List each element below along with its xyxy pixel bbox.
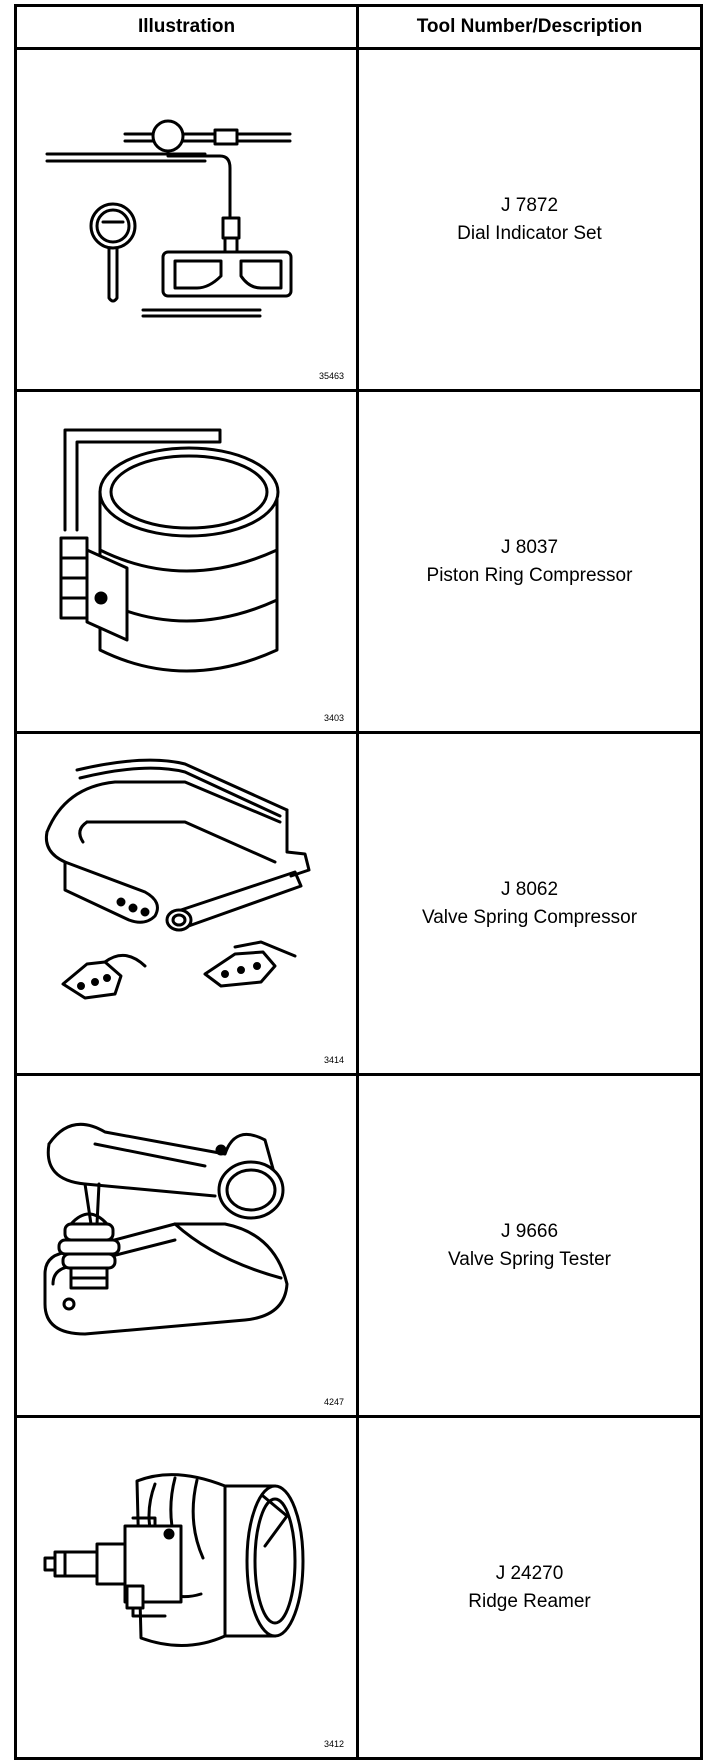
tool-name: Piston Ring Compressor bbox=[426, 564, 633, 586]
table-row: 4247 J 9666 Valve Spring Tester bbox=[14, 1073, 703, 1418]
figure-number: 3403 bbox=[323, 713, 344, 723]
table-row: 3412 J 24270 Ridge Reamer bbox=[14, 1415, 703, 1760]
table-row: 35463 J 7872 Dial Indicator Set bbox=[14, 47, 703, 392]
description-cell: J 8062 Valve Spring Compressor bbox=[356, 731, 703, 1076]
description-cell: J 9666 Valve Spring Tester bbox=[356, 1073, 703, 1418]
figure-number: 35463 bbox=[318, 371, 344, 381]
illustration-cell: 4247 bbox=[14, 1073, 359, 1418]
tool-name: Valve Spring Compressor bbox=[421, 906, 638, 928]
table-row: 3403 J 8037 Piston Ring Compressor bbox=[14, 389, 703, 734]
table-header-row: Illustration Tool Number/Description bbox=[14, 4, 703, 50]
dial-indicator-set-icon bbox=[45, 119, 293, 318]
tool-name: Valve Spring Tester bbox=[448, 1248, 611, 1270]
tool-table: Illustration Tool Number/Description bbox=[14, 4, 703, 1760]
description-cell: J 8037 Piston Ring Compressor bbox=[356, 389, 703, 734]
description-cell: J 24270 Ridge Reamer bbox=[356, 1415, 703, 1760]
figure-number: 3412 bbox=[323, 1739, 344, 1749]
figure-number: 4247 bbox=[323, 1397, 344, 1407]
tool-number: J 7872 bbox=[500, 194, 559, 216]
illustration-header: Illustration bbox=[14, 4, 359, 50]
illustration-cell: 3414 bbox=[14, 731, 359, 1076]
piston-ring-compressor-icon bbox=[59, 428, 280, 673]
illustration-cell: 35463 bbox=[14, 47, 359, 392]
ridge-reamer-icon bbox=[43, 1473, 305, 1647]
illustration-cell: 3412 bbox=[14, 1415, 359, 1760]
figure-number: 3414 bbox=[323, 1055, 344, 1065]
valve-spring-tester-icon bbox=[43, 1122, 289, 1336]
tool-name: Dial Indicator Set bbox=[457, 222, 602, 244]
tool-number: J 8037 bbox=[500, 536, 559, 558]
illustration-cell: 3403 bbox=[14, 389, 359, 734]
tool-name: Ridge Reamer bbox=[468, 1590, 591, 1612]
valve-spring-compressor-icon bbox=[44, 758, 311, 1000]
tool-number: J 9666 bbox=[500, 1220, 559, 1242]
description-cell: J 7872 Dial Indicator Set bbox=[356, 47, 703, 392]
tool-number: J 24270 bbox=[495, 1562, 564, 1584]
tool-number-description-header: Tool Number/Description bbox=[356, 4, 703, 50]
tool-number: J 8062 bbox=[500, 878, 559, 900]
table-row: 3414 J 8062 Valve Spring Compressor bbox=[14, 731, 703, 1076]
